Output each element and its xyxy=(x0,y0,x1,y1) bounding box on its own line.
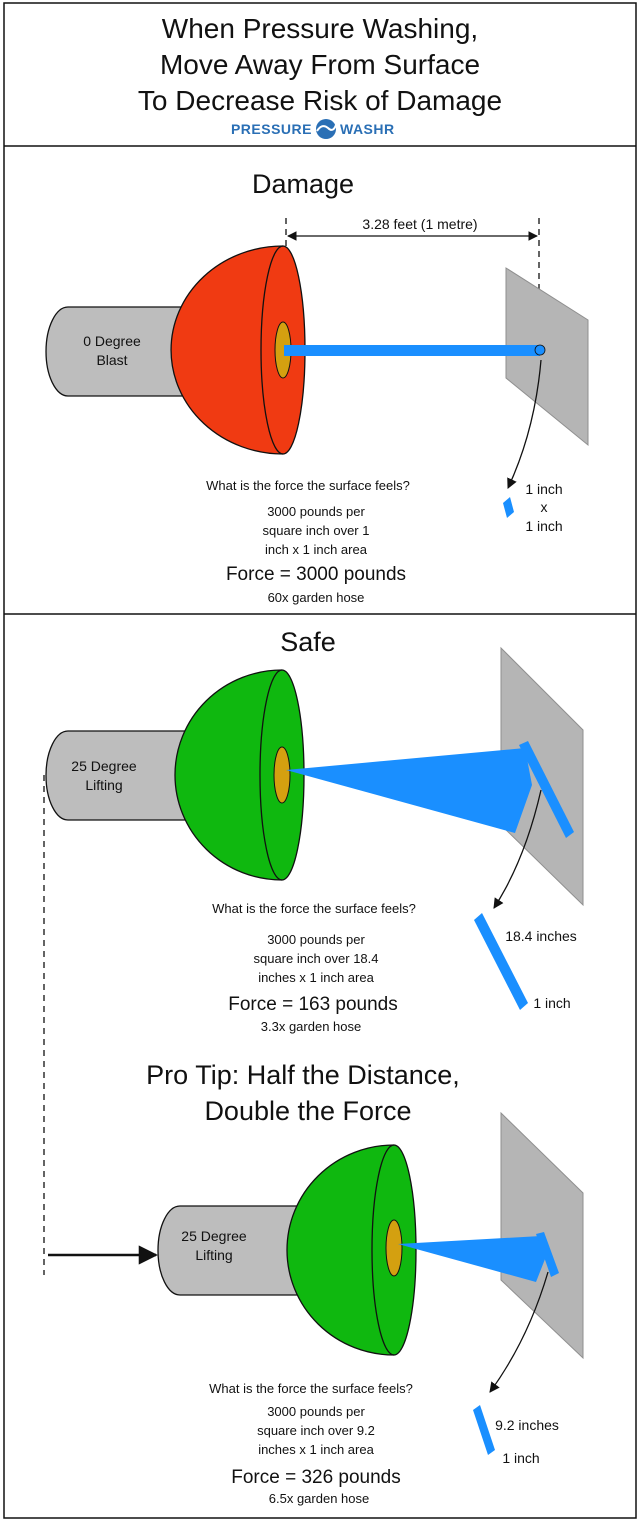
title-line-1: When Pressure Washing, xyxy=(162,13,478,44)
desc-line-1: 3000 pounds per xyxy=(267,1404,365,1419)
nozzle-label-line-2: Blast xyxy=(96,352,127,368)
logo-text-right: WASHR xyxy=(340,121,395,137)
outer-frame xyxy=(3,2,637,1519)
dome-rim xyxy=(259,669,283,881)
logo-text-left: PRESSURE xyxy=(231,121,312,137)
nozzle-body xyxy=(45,306,201,397)
compare-text: 6.5x garden hose xyxy=(269,1491,369,1506)
nozzle-orifice xyxy=(385,1219,403,1277)
nozzle-body xyxy=(157,1205,301,1296)
compare-text: 60x garden hose xyxy=(268,590,365,605)
nozzle-label-line-1: 0 Degree xyxy=(83,333,141,349)
area-label-1: 1 inch xyxy=(525,481,562,497)
desc-line-2: square inch over 9.2 xyxy=(257,1423,375,1438)
protip-heading-line-2: Double the Force xyxy=(204,1096,411,1126)
force-text: Force = 163 pounds xyxy=(228,994,398,1015)
spray-fan xyxy=(286,748,532,833)
logo: PRESSURE WASHR xyxy=(231,119,395,139)
nozzle-body xyxy=(45,730,191,821)
impact-line xyxy=(519,741,574,838)
damage-heading: Damage xyxy=(252,169,354,199)
height-label: 1 inch xyxy=(502,1450,539,1466)
desc-line-3: inches x 1 inch area xyxy=(258,1442,374,1457)
width-label: 18.4 inches xyxy=(505,928,577,944)
impact-area-swatch xyxy=(473,1405,495,1455)
title-line-3: To Decrease Risk of Damage xyxy=(138,85,502,116)
header: When Pressure Washing, Move Away From Su… xyxy=(138,13,502,139)
safe-section: Safe 25 Degree Lifting 18.4 inches 1 inc… xyxy=(45,627,584,1034)
surface-plate xyxy=(505,267,589,447)
distance-label: 3.28 feet (1 metre) xyxy=(362,216,477,232)
spray-fan xyxy=(398,1236,547,1282)
desc-line-1: 3000 pounds per xyxy=(267,504,365,519)
dome-rim xyxy=(371,1144,395,1356)
question-text: What is the force the surface feels? xyxy=(209,1381,413,1396)
width-label: 9.2 inches xyxy=(495,1417,559,1433)
nozzle-label-line-1: 25 Degree xyxy=(181,1228,247,1244)
desc-line-2: square inch over 18.4 xyxy=(253,951,378,966)
desc-line-3: inches x 1 inch area xyxy=(258,970,374,985)
nozzle-label-line-2: Lifting xyxy=(195,1247,232,1263)
wave-logo-icon xyxy=(316,119,337,139)
impact-point xyxy=(534,344,546,356)
nozzle-label-line-1: 25 Degree xyxy=(71,758,137,774)
desc-line-3: inch x 1 inch area xyxy=(265,542,368,557)
area-label-2: 1 inch xyxy=(525,518,562,534)
safe-heading: Safe xyxy=(280,627,336,657)
force-text: Force = 3000 pounds xyxy=(226,564,406,585)
force-text: Force = 326 pounds xyxy=(231,1467,401,1488)
height-label: 1 inch xyxy=(533,995,570,1011)
compare-text: 3.3x garden hose xyxy=(261,1019,361,1034)
protip-heading-line-1: Pro Tip: Half the Distance, xyxy=(146,1060,460,1090)
impact-line xyxy=(536,1232,559,1277)
impact-area-swatch xyxy=(474,913,528,1010)
nozzle-label-line-2: Lifting xyxy=(85,777,122,793)
dome-rim xyxy=(260,245,284,455)
nozzle-orifice xyxy=(273,746,291,804)
callout-arrow xyxy=(493,789,542,909)
area-label-x: x xyxy=(541,499,548,515)
callout-arrow xyxy=(489,1271,549,1393)
impact-area-swatch xyxy=(503,497,514,518)
title-line-2: Move Away From Surface xyxy=(160,49,480,80)
desc-line-2: square inch over 1 xyxy=(263,523,370,538)
question-text: What is the force the surface feels? xyxy=(212,901,416,916)
spray-beam xyxy=(284,345,540,356)
callout-arrow xyxy=(507,359,542,489)
question-text: What is the force the surface feels? xyxy=(206,478,410,493)
desc-line-1: 3000 pounds per xyxy=(267,932,365,947)
damage-section: Damage 3.28 feet (1 metre) 0 Degree Blas… xyxy=(45,169,589,605)
protip-section: Pro Tip: Half the Distance, Double the F… xyxy=(43,775,584,1506)
